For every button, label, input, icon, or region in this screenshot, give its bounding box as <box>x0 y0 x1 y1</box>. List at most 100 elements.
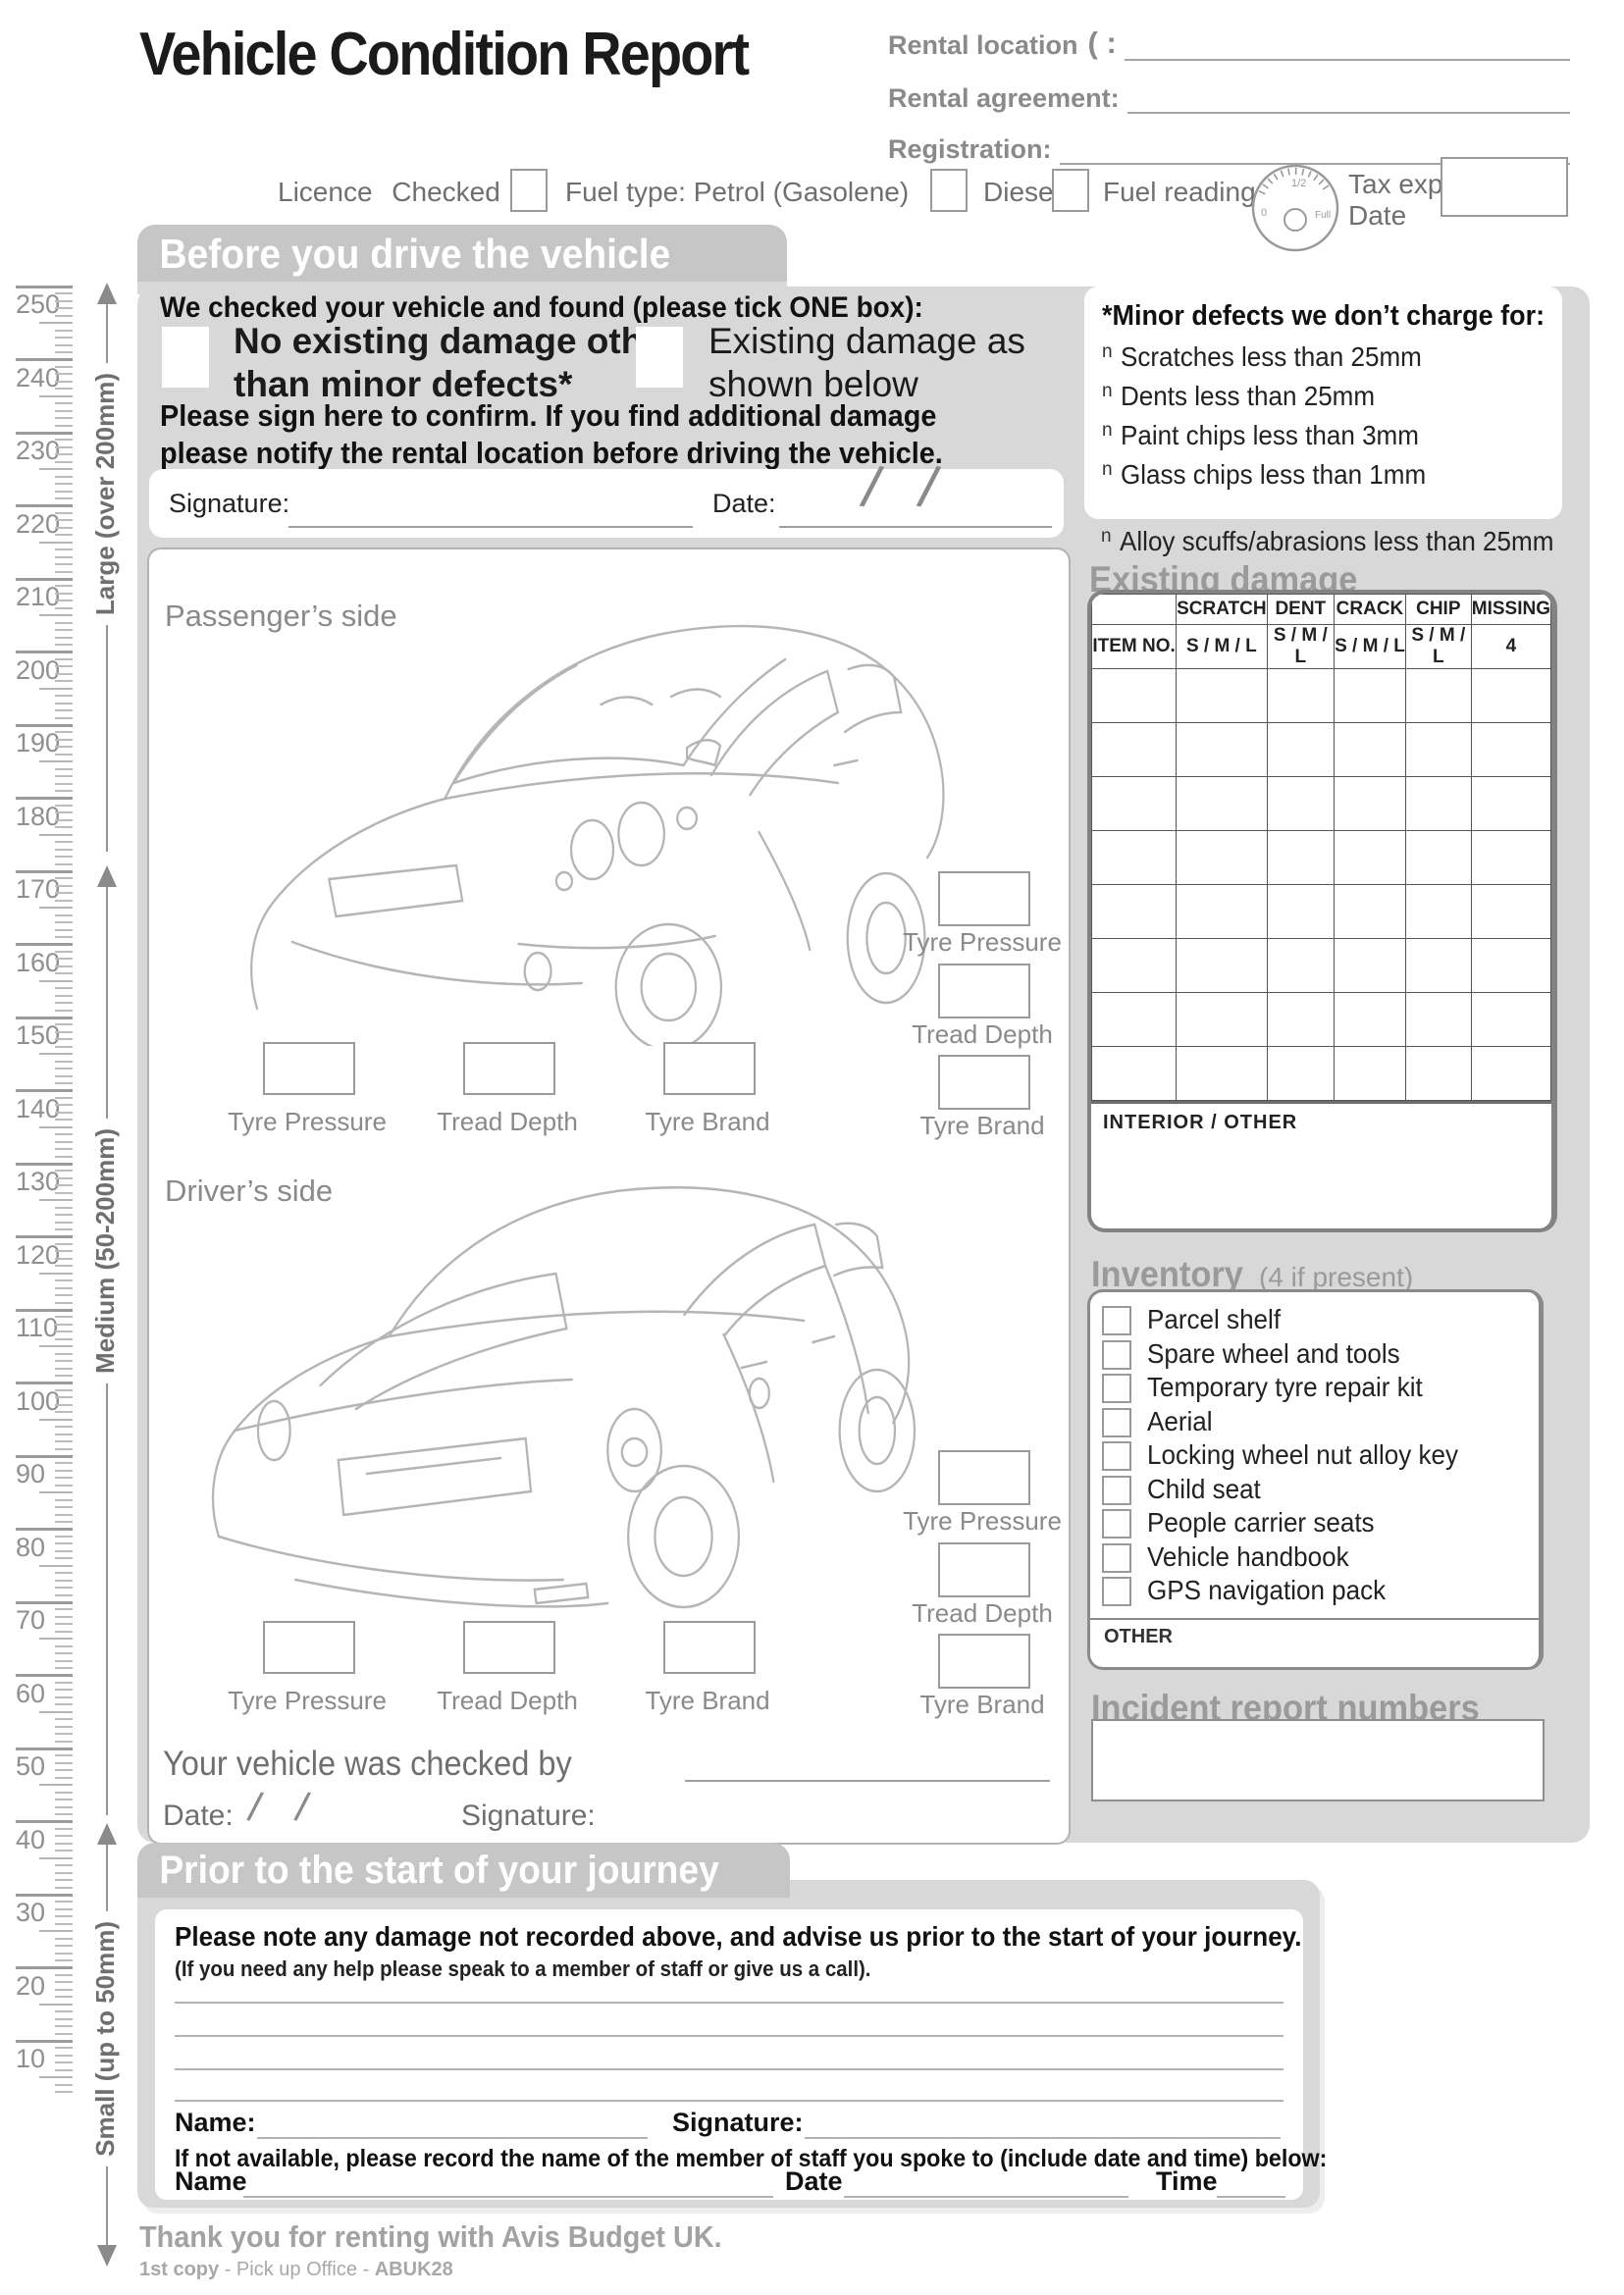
tread-depth-box[interactable] <box>463 1621 555 1674</box>
damage-cell[interactable] <box>1091 884 1178 939</box>
damage-cell[interactable] <box>1404 1046 1472 1101</box>
inventory-checkbox[interactable] <box>1102 1577 1131 1606</box>
journey-signature-input-line[interactable] <box>805 2137 1281 2139</box>
damage-cell[interactable] <box>1404 776 1472 831</box>
damage-cell[interactable] <box>1266 884 1336 939</box>
damage-cell[interactable] <box>1404 830 1472 885</box>
interior-other-area[interactable]: INTERIOR / OTHER <box>1091 1101 1551 1228</box>
journey-name-input-line[interactable] <box>257 2137 648 2139</box>
damage-cell[interactable] <box>1334 722 1406 777</box>
inventory-checkbox[interactable] <box>1102 1509 1131 1539</box>
staff-time-input-line[interactable] <box>1217 2196 1285 2198</box>
damage-cell[interactable] <box>1091 722 1178 777</box>
damage-cell[interactable] <box>1470 1046 1551 1101</box>
rental-agreement-input-line[interactable] <box>1126 78 1570 114</box>
damage-cell[interactable] <box>1266 1046 1336 1101</box>
inventory-checkbox[interactable] <box>1102 1374 1131 1403</box>
damage-cell[interactable] <box>1266 722 1336 777</box>
damage-cell[interactable] <box>1266 668 1336 723</box>
damage-note-line[interactable] <box>175 2002 1283 2004</box>
damage-cell[interactable] <box>1266 830 1336 885</box>
square-bullet-icon: n <box>1102 459 1113 480</box>
tax-exp-date-box[interactable] <box>1441 157 1568 217</box>
checked-by-input-line[interactable] <box>685 1780 1050 1782</box>
damage-cell[interactable] <box>1470 992 1551 1047</box>
damage-cell[interactable] <box>1470 830 1551 885</box>
damage-cell[interactable] <box>1091 668 1178 723</box>
tyre-brand-box[interactable] <box>938 1055 1030 1110</box>
damage-cell[interactable] <box>1266 992 1336 1047</box>
inventory-checkbox[interactable] <box>1102 1306 1131 1335</box>
damage-cell[interactable] <box>1334 776 1406 831</box>
damage-note-line[interactable] <box>175 2068 1283 2070</box>
tread-depth-box[interactable] <box>938 964 1030 1018</box>
petrol-checkbox[interactable] <box>930 169 968 212</box>
tyre-brand-box[interactable] <box>663 1621 756 1674</box>
damage-note-line[interactable] <box>175 2100 1283 2102</box>
no-damage-checkbox[interactable] <box>162 327 209 388</box>
damage-cell[interactable] <box>1176 668 1268 723</box>
damage-cell[interactable] <box>1176 722 1268 777</box>
staff-date-input-line[interactable] <box>844 2196 1128 2198</box>
signature-input-line[interactable] <box>288 526 693 528</box>
licence-checked-checkbox[interactable] <box>510 169 548 212</box>
rental-agreement-field[interactable]: Rental agreement: <box>888 78 1570 114</box>
staff-name-input-line[interactable] <box>243 2196 773 2198</box>
inventory-checkbox[interactable] <box>1102 1339 1131 1370</box>
damage-note-line[interactable] <box>175 2035 1283 2037</box>
registration-field[interactable]: Registration: <box>888 130 1570 165</box>
damage-cell[interactable] <box>1404 668 1472 723</box>
tyre-pressure-box[interactable] <box>938 871 1030 926</box>
damage-cell[interactable] <box>1334 830 1406 885</box>
inventory-checkbox[interactable] <box>1102 1407 1131 1437</box>
date-input-line[interactable] <box>779 526 1052 528</box>
damage-cell[interactable] <box>1470 776 1551 831</box>
inventory-checkbox[interactable] <box>1102 1542 1131 1573</box>
damage-cell[interactable] <box>1176 830 1268 885</box>
damage-cell[interactable] <box>1404 938 1472 993</box>
damage-cell[interactable] <box>1176 1046 1268 1101</box>
inventory-checkbox[interactable] <box>1102 1475 1131 1505</box>
tread-depth-box[interactable] <box>938 1542 1030 1597</box>
damage-cell[interactable] <box>1091 830 1178 885</box>
damage-cell[interactable] <box>1266 938 1336 993</box>
damage-cell[interactable] <box>1176 992 1268 1047</box>
damage-cell[interactable] <box>1404 992 1472 1047</box>
damage-cell[interactable] <box>1176 776 1268 831</box>
incident-report-box[interactable] <box>1091 1719 1545 1801</box>
diesel-checkbox[interactable] <box>1052 169 1089 212</box>
ruler-number: 240 <box>16 362 61 392</box>
damage-cell[interactable] <box>1404 884 1472 939</box>
tyre-brand-box[interactable] <box>663 1042 756 1095</box>
rental-location-field[interactable]: Rental location ( : <box>888 26 1570 61</box>
registration-input-line[interactable] <box>1059 130 1570 165</box>
inventory-checkbox[interactable] <box>1102 1441 1131 1471</box>
tyre-pressure-box[interactable] <box>263 1621 355 1674</box>
damage-cell[interactable] <box>1091 776 1178 831</box>
damage-cell[interactable] <box>1266 776 1336 831</box>
damage-cell[interactable] <box>1334 938 1406 993</box>
damage-cell[interactable] <box>1470 722 1551 777</box>
damage-cell[interactable] <box>1176 884 1268 939</box>
tyre-pressure-box[interactable] <box>938 1450 1030 1505</box>
rental-location-input-line[interactable] <box>1124 26 1570 61</box>
tread-depth-box[interactable] <box>463 1042 555 1095</box>
damage-cell[interactable] <box>1176 938 1268 993</box>
damage-cell[interactable] <box>1334 992 1406 1047</box>
damage-cell[interactable] <box>1334 668 1406 723</box>
damage-cell[interactable] <box>1470 668 1551 723</box>
damage-cell[interactable] <box>1470 884 1551 939</box>
damage-cell[interactable] <box>1334 884 1406 939</box>
damage-cell[interactable] <box>1470 938 1551 993</box>
damage-cell[interactable] <box>1334 1046 1406 1101</box>
damage-cell[interactable] <box>1404 722 1472 777</box>
ruler-major-tick <box>16 1747 73 1750</box>
damage-cell[interactable] <box>1091 938 1178 993</box>
damage-cell[interactable] <box>1091 1046 1178 1101</box>
damage-cell[interactable] <box>1091 992 1178 1047</box>
tyre-brand-box[interactable] <box>938 1634 1030 1689</box>
tyre-pressure-box[interactable] <box>263 1042 355 1095</box>
existing-damage-checkbox[interactable] <box>636 327 683 388</box>
